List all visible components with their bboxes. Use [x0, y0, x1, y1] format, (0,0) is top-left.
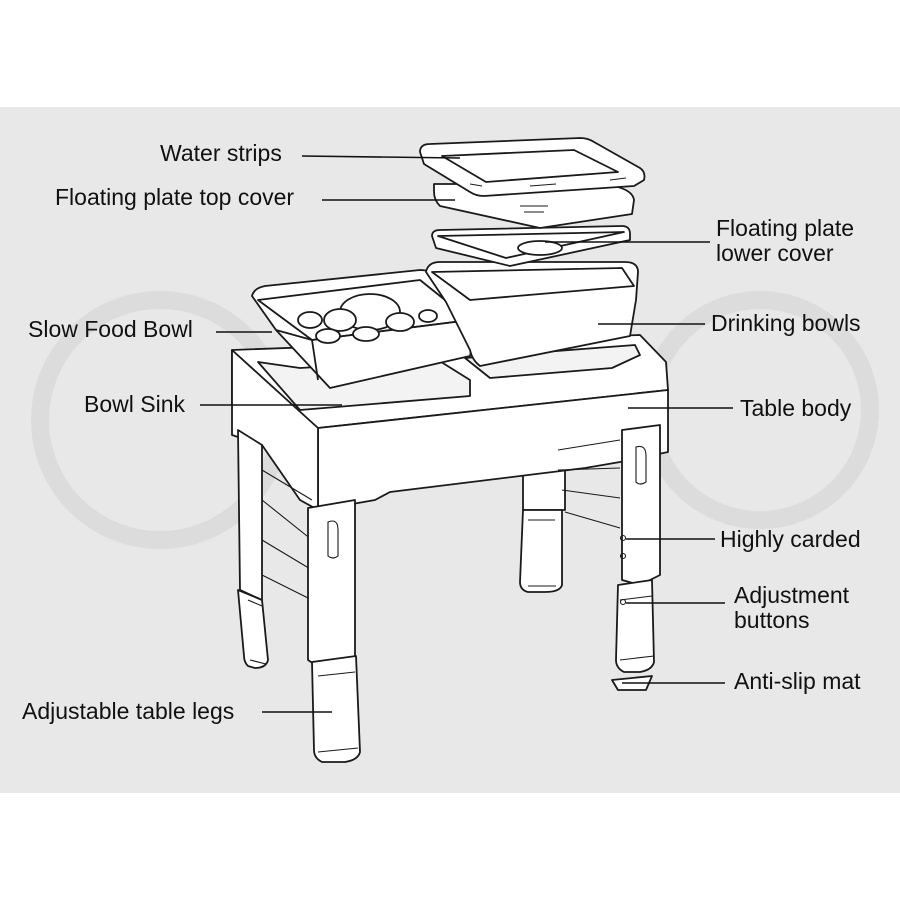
label-floating-top-cover: Floating plate top cover [55, 184, 294, 210]
label-bowl-sink: Bowl Sink [84, 391, 185, 417]
label-table-body: Table body [740, 395, 852, 421]
left-leg-assembly [237, 429, 361, 763]
label-floating-lower-cover-line2: lower cover [716, 240, 834, 266]
label-adjustment-buttons-line2: buttons [734, 607, 809, 633]
floating-lower-cover [431, 225, 631, 267]
label-adjustment-buttons-line1: Adjustment [734, 582, 850, 608]
labels: Water strips Floating plate top cover Fl… [22, 140, 861, 724]
leader-lines [200, 155, 733, 713]
label-anti-slip-mat: Anti-slip mat [734, 668, 861, 694]
label-slow-food-bowl: Slow Food Bowl [28, 316, 193, 342]
slow-food-bowl [251, 269, 479, 389]
drinking-bowl [425, 261, 639, 367]
label-adjustable-table-legs: Adjustable table legs [22, 698, 234, 724]
water-strips-frame [419, 137, 646, 197]
label-floating-lower-cover-line1: Floating plate [716, 215, 854, 241]
label-highly-carded: Highly carded [720, 526, 861, 552]
label-drinking-bowls: Drinking bowls [711, 310, 861, 336]
table-body [231, 334, 669, 586]
label-water-strips: Water strips [160, 140, 282, 166]
